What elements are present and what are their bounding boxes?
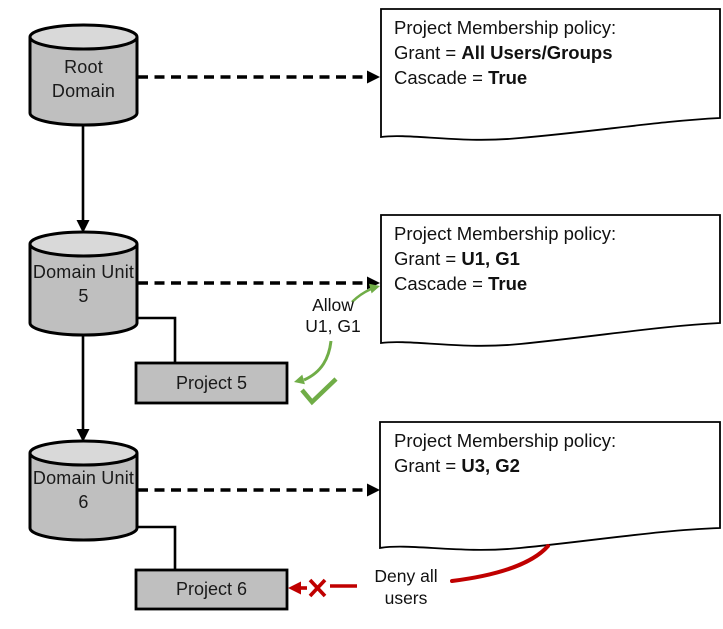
deny-x-icon [308, 578, 327, 598]
document-shape [380, 214, 721, 347]
cylinder-top [28, 230, 139, 258]
dashed-arrow-unit6-policy [138, 483, 380, 497]
policy-grant-line: Grant = U3, G2 [394, 455, 520, 476]
allow-annotation-label: Allow U1, G1 [305, 295, 361, 336]
arrowhead-down-icon [76, 220, 90, 233]
cylinder-top [28, 439, 139, 467]
domain-unit-6-node [28, 439, 139, 542]
policy-text-unit6: Project Membership policy: Grant = U3, G… [394, 428, 709, 478]
root-domain-label: Root Domain [51, 57, 116, 101]
policy-title: Project Membership policy: [394, 223, 617, 244]
dashed-arrow-unit5-policy [138, 276, 380, 290]
arrowhead-icon [369, 283, 380, 294]
arrowhead-right-icon [367, 70, 380, 84]
project-6-box [134, 568, 289, 611]
project-6-label: Project 6 [175, 579, 248, 599]
domain-unit-6-label: Domain Unit 6 [32, 468, 135, 512]
checkmark-icon [300, 377, 338, 406]
allow-arrow-to-policy [351, 283, 380, 303]
project-5-box [134, 361, 289, 405]
deny-arrow [288, 581, 357, 595]
policy-cascade-line: Cascade = True [394, 273, 528, 294]
cylinder-body [28, 453, 139, 542]
project-5-label: Project 5 [175, 373, 248, 393]
deny-leader-curve [450, 544, 550, 583]
domain-unit-5-node [28, 230, 139, 337]
cylinder-body [28, 37, 139, 127]
arrowhead-icon [294, 374, 305, 385]
policy-text-root: Project Membership policy: Grant = All U… [394, 15, 709, 90]
policy-doc-unit5 [380, 214, 721, 347]
connector-unit6-project6 [137, 525, 177, 569]
policy-title: Project Membership policy: [394, 17, 617, 38]
policy-title: Project Membership policy: [394, 430, 617, 451]
policy-grant-line: Grant = All Users/Groups [394, 42, 613, 63]
allow-arrow-to-project [294, 340, 333, 385]
cylinder-body [28, 244, 139, 337]
cylinder-top [28, 23, 139, 51]
policy-doc-unit6 [379, 421, 721, 551]
arrow-unit5-to-unit6 [76, 336, 90, 442]
document-shape [379, 421, 721, 551]
policy-grant-line: Grant = U1, G1 [394, 248, 520, 269]
connector-unit5-project5 [137, 316, 177, 362]
document-shape [380, 8, 721, 141]
domain-unit-5-label: Domain Unit 5 [32, 262, 135, 306]
dashed-arrow-root-policy [138, 70, 380, 84]
policy-text-unit5: Project Membership policy: Grant = U1, G… [394, 221, 709, 296]
arrowhead-left-icon [288, 581, 301, 595]
root-domain-node [28, 23, 139, 127]
deny-annotation-label: Deny all users [374, 566, 438, 608]
arrowhead-down-icon [76, 429, 90, 442]
arrow-root-to-unit5 [76, 124, 90, 233]
policy-cascade-line: Cascade = True [394, 67, 528, 88]
policy-doc-root [380, 8, 721, 141]
arrowhead-right-icon [367, 483, 380, 497]
